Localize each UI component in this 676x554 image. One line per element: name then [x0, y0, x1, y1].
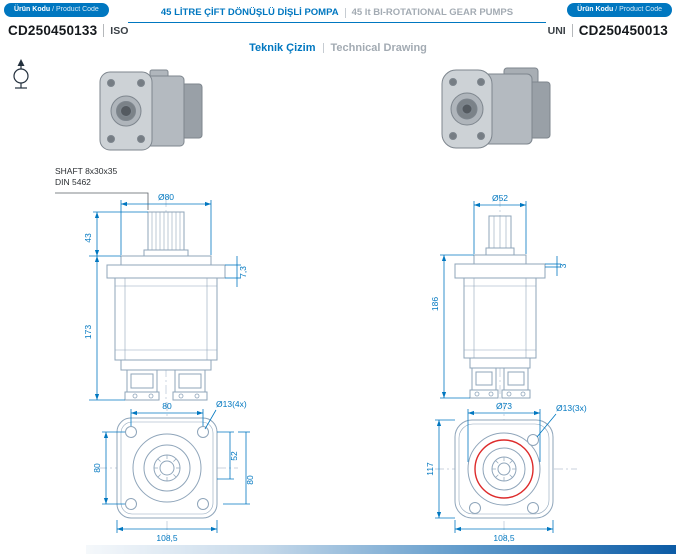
dim-uni-pilot-diameter: Ø52 — [492, 193, 508, 203]
section-title: Teknik Çizim Technical Drawing — [0, 42, 676, 54]
pump-render — [441, 67, 551, 149]
dimension-arrows — [441, 202, 526, 398]
divider — [322, 43, 324, 53]
dim-uni-flange-height: 117 — [425, 462, 435, 476]
dim-iso-shaft-length: 43 — [83, 233, 93, 243]
dim-iso-flange-port-span: 52 — [229, 451, 239, 461]
footer-gradient-bar — [86, 545, 676, 554]
dimension-lines — [89, 200, 241, 401]
product-code-uni: CD250450013 — [578, 23, 668, 38]
dim-uni-flange-pilot-diameter: Ø73 — [496, 401, 512, 411]
badge-label-tr: Ürün Kodu — [577, 6, 614, 13]
shaft-note-line2: DIN 5462 — [55, 176, 91, 187]
pump-detail-lines — [115, 212, 217, 360]
dim-iso-flange-thickness: 7,3 — [238, 266, 248, 278]
bi-rotational-pump-symbol-icon — [13, 59, 29, 89]
title-english: 45 lt BI-ROTATIONAL GEAR PUMPS — [351, 7, 514, 18]
section-title-english: Technical Drawing — [330, 42, 427, 54]
dimension-lines — [435, 409, 557, 533]
foot-holes — [474, 391, 526, 397]
dim-iso-flange-overall-width: 108,5 — [156, 533, 178, 543]
dimension-arrows — [103, 410, 217, 532]
shaft-note: SHAFT 8x30x35 DIN 5462 — [55, 166, 117, 187]
dim-iso-flange-holes: Ø13(4x) — [216, 399, 247, 409]
badge-label-en: / Product Code — [615, 6, 662, 13]
iso-flange-drawing: 80 Ø13(4x) 52 80 80 108,5 — [92, 399, 255, 543]
dim-uni-body-height: 186 — [430, 297, 440, 311]
section-title-turkish: Teknik Çizim — [249, 42, 316, 54]
pump-detail-lines — [464, 216, 536, 358]
standard-label-iso: ISO — [110, 24, 129, 37]
title-turkish: 45 LİTRE ÇİFT DÖNÜŞLÜ DİŞLİ POMPA — [160, 7, 339, 18]
spline-teeth — [492, 457, 516, 481]
flange-outline — [454, 419, 554, 519]
dim-iso-body-height: 173 — [83, 325, 93, 339]
dimension-arrows — [436, 410, 553, 532]
header-rule — [128, 22, 546, 23]
divider — [571, 24, 573, 37]
shaft-note-line1: SHAFT 8x30x35 — [55, 166, 118, 176]
divider — [344, 7, 346, 18]
product-code-row-left: CD250450133 ISO — [8, 23, 128, 38]
pump-outline — [106, 211, 226, 401]
badge-label-en: / Product Code — [52, 6, 99, 13]
foot-holes — [132, 393, 200, 399]
uni-elevation-drawing: Ø52 3 186 — [430, 193, 568, 403]
pump-render — [99, 69, 203, 151]
dimension-lines — [102, 409, 250, 533]
note-leader-line — [55, 192, 149, 210]
dim-uni-lip: 3 — [558, 263, 568, 268]
product-code-row-right: UNI CD250450013 — [548, 23, 668, 38]
dimension-lines — [440, 201, 561, 399]
iso-elevation-drawing: Ø80 43 173 7,3 — [55, 192, 248, 403]
pump-outline — [454, 215, 546, 399]
dim-iso-flange-side-right: 80 — [245, 475, 255, 485]
divider — [103, 24, 105, 37]
dim-uni-flange-overall-width: 108,5 — [493, 533, 515, 543]
flange-outline — [116, 417, 218, 519]
pilot-highlight-circle — [474, 439, 534, 499]
product-code-iso: CD250450133 — [8, 23, 98, 38]
iso-pump-photo — [99, 69, 203, 151]
dim-iso-flange-hole-span-top: 80 — [162, 401, 172, 411]
dim-uni-flange-holes: Ø13(3x) — [556, 403, 587, 413]
uni-flange-drawing: Ø73 Ø13(3x) 117 108,5 — [425, 401, 587, 543]
dim-iso-flange-hole-span-left: 80 — [92, 463, 102, 473]
badge-label-tr: Ürün Kodu — [14, 6, 51, 13]
uni-pump-photo — [441, 67, 551, 149]
dim-iso-pilot-diameter: Ø80 — [158, 192, 174, 202]
standard-label-uni: UNI — [547, 24, 566, 37]
spline-teeth — [154, 455, 180, 481]
product-code-badge-left: Ürün Kodu / Product Code — [4, 3, 109, 17]
page-title: 45 LİTRE ÇİFT DÖNÜŞLÜ DİŞLİ POMPA 45 lt … — [128, 7, 546, 18]
dimension-arrows — [94, 201, 211, 400]
product-code-badge-right: Ürün Kodu / Product Code — [567, 3, 672, 17]
